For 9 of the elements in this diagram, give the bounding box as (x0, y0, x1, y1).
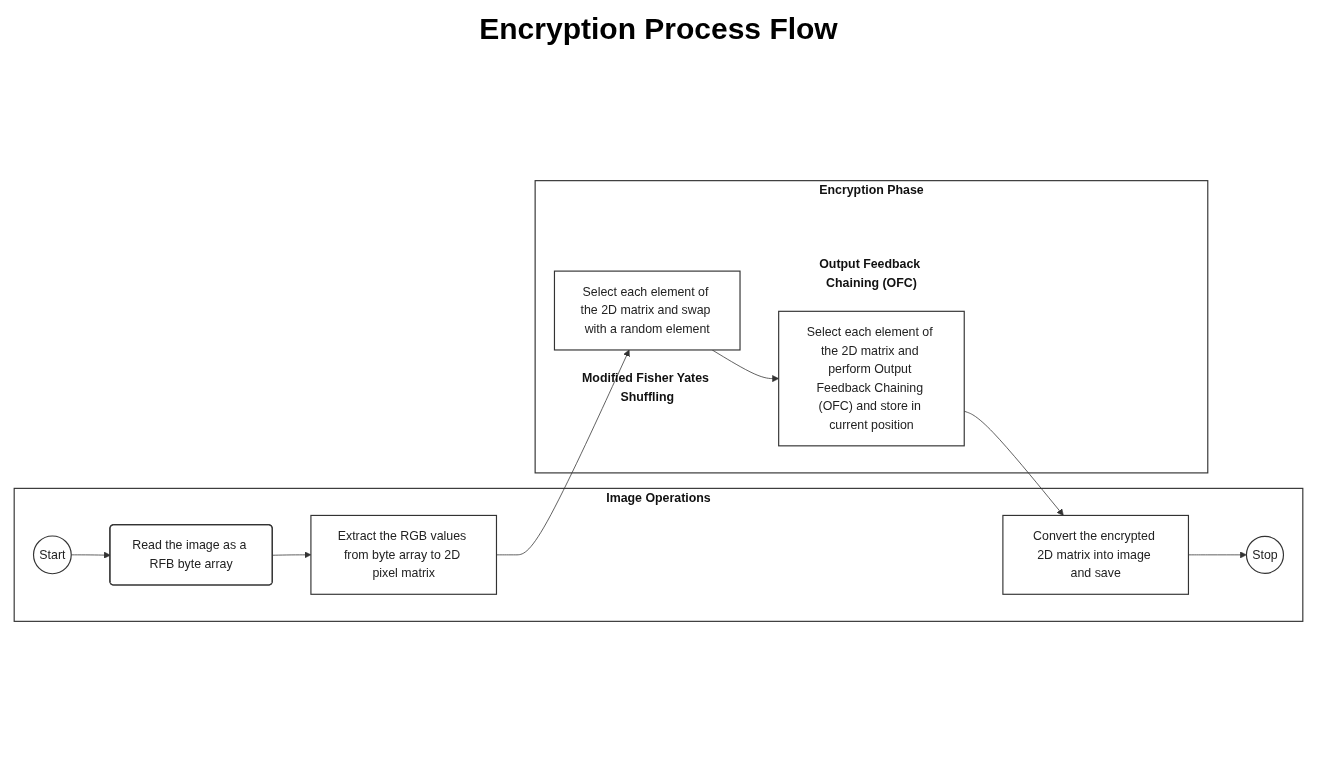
node-box: Select each element of the 2D matrix and swap with a random element (553, 270, 741, 351)
node-box: Convert the encrypted 2D matrix into image and save (1002, 514, 1190, 595)
node-box: Extract the RGB values from byte array to 2D pixel matrix (310, 514, 498, 595)
node-box: Select each element of the 2D matrix and perform Output Feedback Chaining (OFC) and store in current position (778, 310, 965, 447)
node-circle: Start (32, 535, 72, 575)
node-label: Modified Fisher Yates Shuffling (582, 371, 709, 404)
node-circle: Stop (1245, 535, 1285, 574)
diagram-title: Encryption Process Flow (479, 12, 838, 46)
node-label: Output Feedback Chaining (OFC) (819, 257, 921, 289)
